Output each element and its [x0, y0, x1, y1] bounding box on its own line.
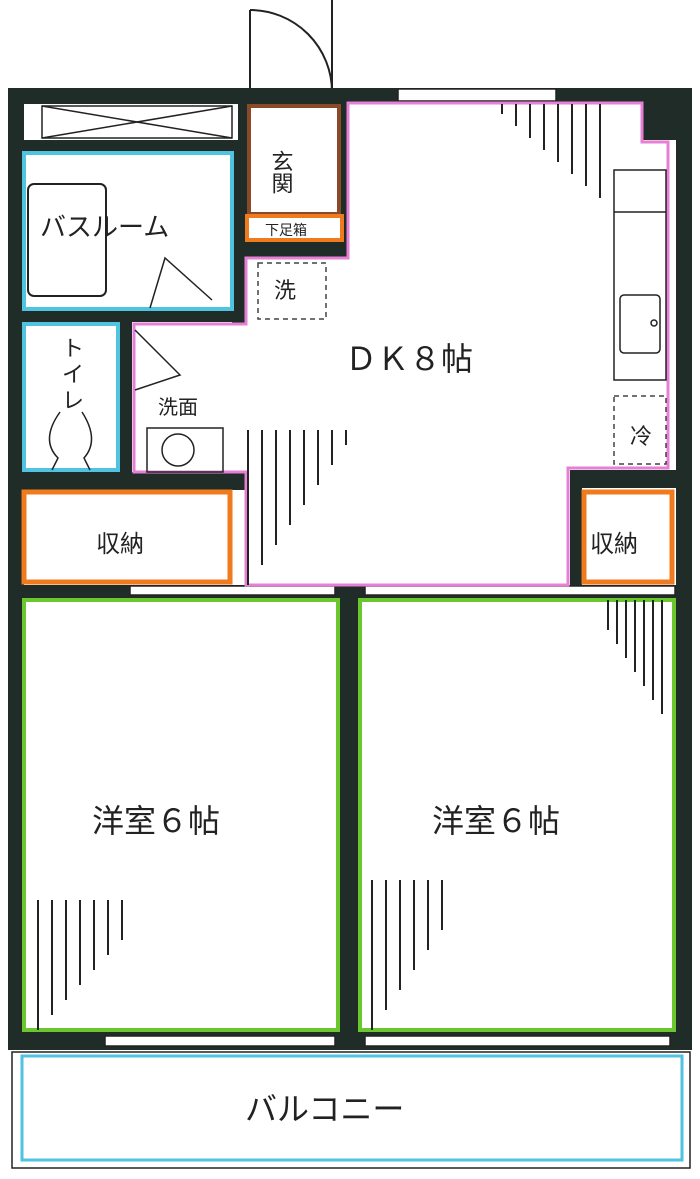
hatch-lines	[37, 104, 663, 1030]
toilet-label-char: イ	[62, 363, 84, 388]
balcony-inner	[20, 1054, 684, 1162]
bedroom-left-label: 洋室６帖	[92, 802, 220, 840]
washbasin	[146, 427, 224, 473]
toilet-bowl	[48, 411, 93, 471]
fridge-label: 冷	[630, 425, 652, 450]
bathtub	[27, 183, 107, 297]
toilet-area	[22, 322, 120, 472]
washbasin-bowl	[161, 433, 195, 467]
washer-space	[257, 262, 327, 320]
storage-left	[21, 489, 233, 585]
bathroom-area	[22, 151, 234, 311]
shoe-box	[245, 214, 344, 242]
ventilation-box	[41, 105, 233, 139]
bedroom-right-label: 洋室６帖	[432, 802, 560, 840]
washbasin-label: 洗面	[158, 395, 198, 419]
bedroom-left	[22, 598, 340, 1032]
storage-left-label: 収納	[96, 530, 144, 558]
outer-walls	[8, 88, 692, 1050]
dk-area	[132, 101, 670, 587]
dk-label: ＤＫ８帖	[345, 340, 473, 378]
entry-door	[249, 0, 333, 93]
bathroom-door	[149, 256, 213, 309]
entrance-label: 玄関	[268, 150, 293, 194]
shoe-box-label: 下足箱	[265, 223, 307, 239]
windows	[104, 88, 676, 1047]
fridge-space	[613, 395, 667, 465]
toilet-label-char: ト	[62, 337, 84, 362]
balcony-area	[11, 1051, 691, 1169]
toilet-label: ト イ レ	[62, 337, 84, 414]
balcony-label: バルコニー	[245, 1090, 404, 1128]
toilet-label-char: レ	[62, 389, 84, 414]
entrance-area	[247, 104, 341, 216]
bathroom-label: バスルーム	[40, 213, 169, 243]
storage-right	[581, 489, 675, 585]
washer-label: 洗	[274, 279, 296, 304]
washbasin-door	[134, 329, 182, 391]
kitchen-counter	[613, 169, 667, 381]
storage-right-label: 収納	[590, 530, 638, 558]
bedroom-right	[358, 598, 676, 1032]
